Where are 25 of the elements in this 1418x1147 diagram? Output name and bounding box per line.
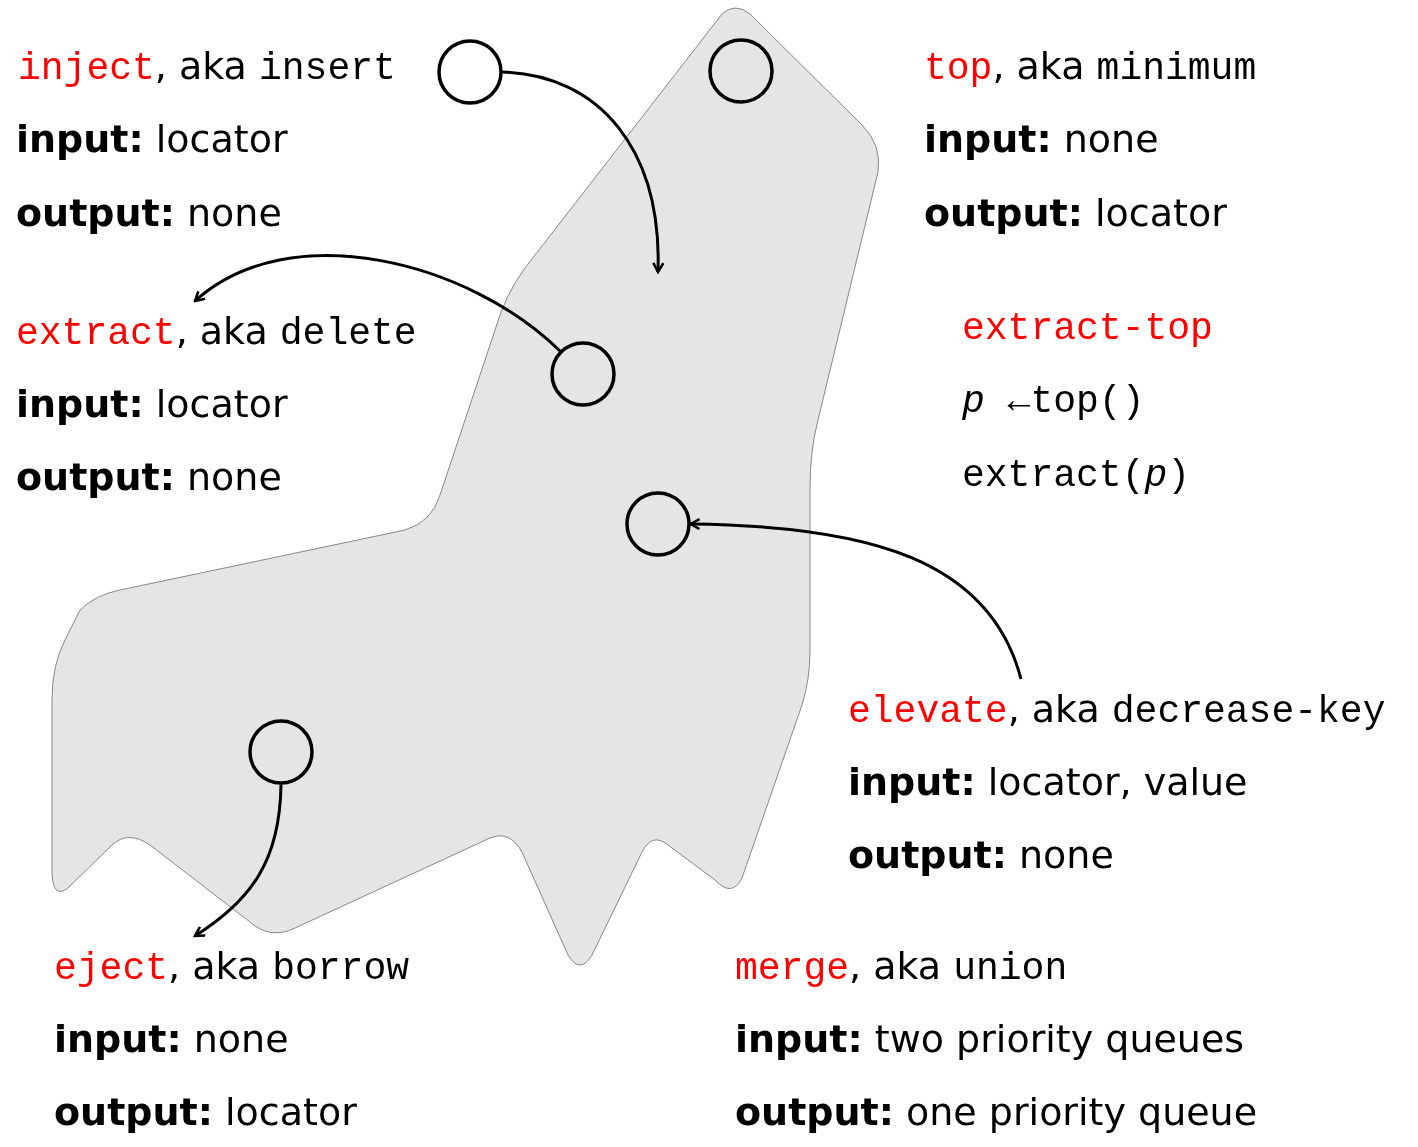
spec-line: input: none bbox=[924, 116, 1159, 163]
operation-heading: extract-top bbox=[962, 306, 1213, 352]
spec-line: output: none bbox=[16, 454, 282, 501]
operation-heading: elevate, aka decrease-key bbox=[848, 686, 1386, 735]
spec-line: input: none bbox=[54, 1016, 289, 1063]
spec-line: input: locator bbox=[16, 116, 288, 163]
operation-heading: extract, aka delete bbox=[16, 308, 417, 357]
arrow bbox=[502, 70, 665, 274]
spec-line: output: none bbox=[16, 190, 282, 237]
arrow bbox=[689, 518, 1023, 680]
spec-line: input: two priority queues bbox=[735, 1016, 1245, 1063]
operation-heading: eject, aka borrow bbox=[54, 943, 409, 992]
code-line: p ←top() bbox=[962, 379, 1145, 425]
spec-line: output: locator bbox=[924, 190, 1227, 237]
operation-heading: merge, aka union bbox=[735, 943, 1068, 992]
spec-line: output: locator bbox=[54, 1089, 357, 1136]
spec-line: input: locator, value bbox=[848, 759, 1248, 806]
arrow bbox=[193, 784, 283, 938]
operation-heading: inject, aka insert bbox=[18, 43, 396, 92]
operation-heading: top, aka minimum bbox=[924, 43, 1257, 92]
arrow bbox=[193, 254, 561, 353]
spec-line: output: one priority queue bbox=[735, 1089, 1258, 1136]
spec-line: output: none bbox=[848, 832, 1114, 879]
code-line: extract(p) bbox=[962, 453, 1191, 499]
spec-line: input: locator bbox=[16, 381, 288, 428]
